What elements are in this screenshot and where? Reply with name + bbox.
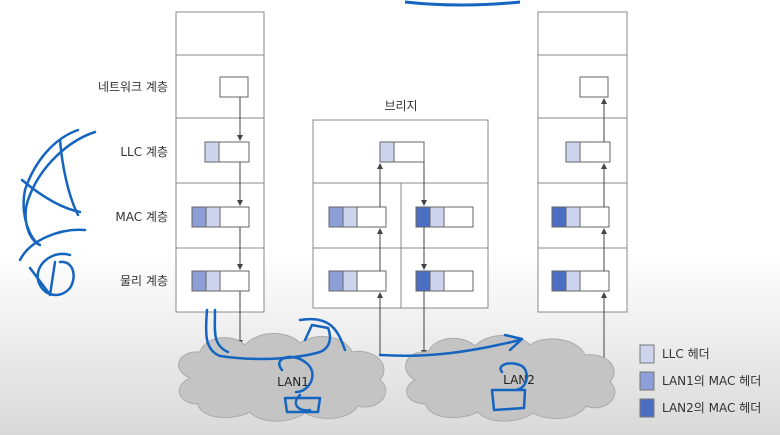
label-network-layer: 네트워크 계층 <box>98 80 168 94</box>
legend-label-lan1-mac: LAN1의 MAC 헤더 <box>662 374 761 388</box>
lan1-label: LAN1 <box>277 375 309 389</box>
legend-swatch-llc <box>639 344 655 364</box>
label-physical-layer: 물리 계층 <box>120 274 168 288</box>
legend-swatch-lan1-mac <box>639 371 655 391</box>
legend-swatch-lan2-mac <box>639 398 655 418</box>
pen-stroke-top <box>404 0 521 7</box>
left-host-stack <box>175 11 265 346</box>
bridge-label: 브리지 <box>384 99 417 113</box>
label-mac-layer: MAC 계층 <box>115 210 168 224</box>
legend: LLC 헤더 LAN1의 MAC 헤더 LAN2의 MAC 헤더 <box>639 344 761 418</box>
lan1-cloud <box>178 333 387 422</box>
lan2-cloud <box>405 334 616 422</box>
right-host-stack <box>537 11 628 360</box>
label-llc-layer: LLC 계층 <box>120 145 168 159</box>
bridge-stack <box>312 119 489 356</box>
lan2-label: LAN2 <box>503 373 535 387</box>
legend-label-llc: LLC 헤더 <box>662 347 710 361</box>
pen-annotations <box>18 128 529 414</box>
legend-label-lan2-mac: LAN2의 MAC 헤더 <box>662 401 761 415</box>
